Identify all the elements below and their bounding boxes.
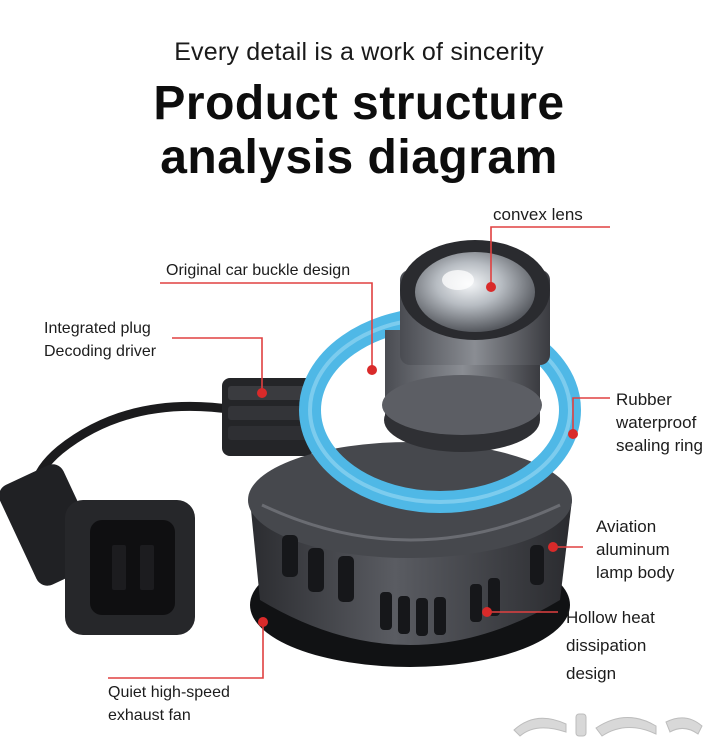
driver-module <box>222 378 314 456</box>
connector-plug <box>0 464 195 635</box>
lamp-body <box>248 442 572 667</box>
page-title-line2: analysis diagram <box>160 131 558 184</box>
callout-dots <box>257 282 578 627</box>
label-convex-lens: convex lens <box>493 205 583 224</box>
convex-lens <box>415 252 535 332</box>
callout-lines <box>108 226 610 679</box>
label-exhaust-fan: Quiet high-speed exhaust fan <box>108 684 230 724</box>
lens-barrel <box>382 240 550 452</box>
label-hollow-heat: Hollow heat dissipation design <box>566 608 655 683</box>
page-title-line1: Product structure <box>153 77 565 130</box>
watermark-logo <box>513 713 703 737</box>
label-integrated-plug: Integrated plug Decoding driver <box>44 320 157 360</box>
label-car-buckle: Original car buckle design <box>166 262 351 279</box>
label-aviation-body: Aviation aluminum lamp body <box>596 517 675 582</box>
label-rubber-seal: Rubber waterproof sealing ring <box>616 390 703 455</box>
subtitle: Every detail is a work of sincerity <box>174 38 544 66</box>
